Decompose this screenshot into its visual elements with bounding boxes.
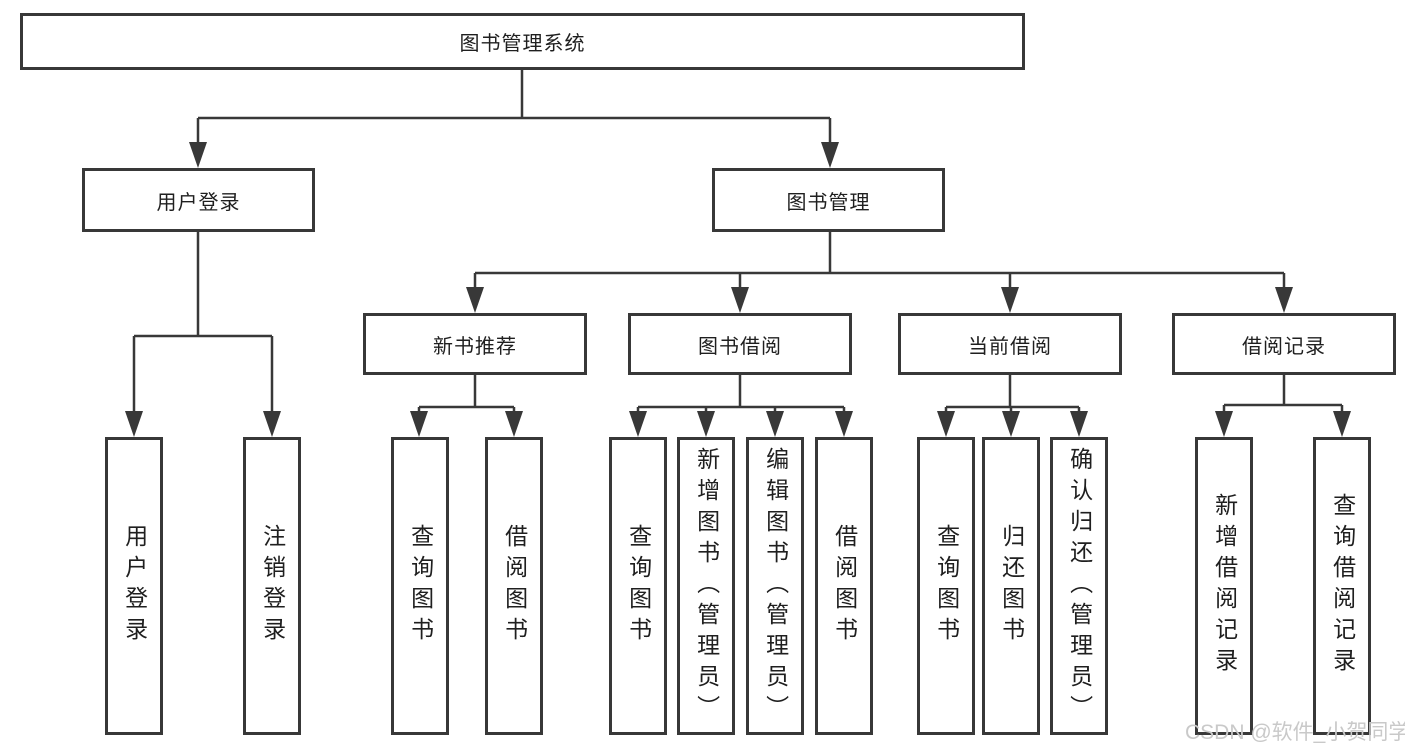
leaf-borrow-books: 借阅图书 (815, 437, 873, 735)
node-book-borrow: 图书借阅 (628, 313, 852, 375)
arrowhead (731, 287, 749, 313)
connector-currentborrow-to-leaves (944, 375, 1081, 413)
arrowhead (505, 411, 523, 437)
arrowhead (821, 142, 839, 168)
connector-root-to-level2 (196, 68, 832, 144)
arrowhead (410, 411, 428, 437)
arrowhead (1002, 411, 1020, 437)
connector-records-to-leaves (1222, 375, 1344, 413)
csdn-watermark: CSDN @软件_小贺同学 (1185, 721, 1405, 744)
arrowhead (263, 411, 281, 437)
arrowhead (466, 287, 484, 313)
arrowhead (1333, 411, 1351, 437)
arrowhead (1215, 411, 1233, 437)
leaf-query-borrow-record: 查询借阅记录 (1313, 437, 1371, 735)
leaf-query-books-borrow: 查询图书 (609, 437, 667, 735)
arrowheads (125, 142, 1351, 437)
arrowhead (1070, 411, 1088, 437)
leaf-add-borrow-record: 新增借阅记录 (1195, 437, 1253, 735)
leaf-logout: 注销登录 (243, 437, 301, 735)
arrowhead (937, 411, 955, 437)
node-book-management: 图书管理 (712, 168, 945, 232)
leaf-confirm-return-admin: 确认归还（管理员） (1050, 437, 1108, 735)
node-user-login: 用户登录 (82, 168, 315, 232)
leaf-edit-book-admin: 编辑图书（管理员） (746, 437, 804, 735)
leaf-borrow-books-recommend: 借阅图书 (485, 437, 543, 735)
connector-userlogin-to-leaves (132, 232, 274, 413)
arrowhead (189, 142, 207, 168)
arrowhead (1275, 287, 1293, 313)
arrowhead (766, 411, 784, 437)
connector-bookmgmt-to-level3 (473, 232, 1286, 289)
leaf-add-book-admin: 新增图书（管理员） (677, 437, 735, 735)
node-new-book-recommend: 新书推荐 (363, 313, 587, 375)
node-root-library-system: 图书管理系统 (20, 13, 1025, 70)
arrowhead (629, 411, 647, 437)
node-borrow-records: 借阅记录 (1172, 313, 1396, 375)
node-current-borrow: 当前借阅 (898, 313, 1122, 375)
arrowhead (125, 411, 143, 437)
arrowhead (1001, 287, 1019, 313)
connector-newbook-to-leaves (417, 375, 516, 413)
leaf-query-books-current: 查询图书 (917, 437, 975, 735)
leaf-query-books-recommend: 查询图书 (391, 437, 449, 735)
arrowhead (835, 411, 853, 437)
arrowhead (697, 411, 715, 437)
connector-bookborrow-to-leaves (636, 375, 846, 413)
leaf-return-books: 归还图书 (982, 437, 1040, 735)
leaf-user-login: 用户登录 (105, 437, 163, 735)
